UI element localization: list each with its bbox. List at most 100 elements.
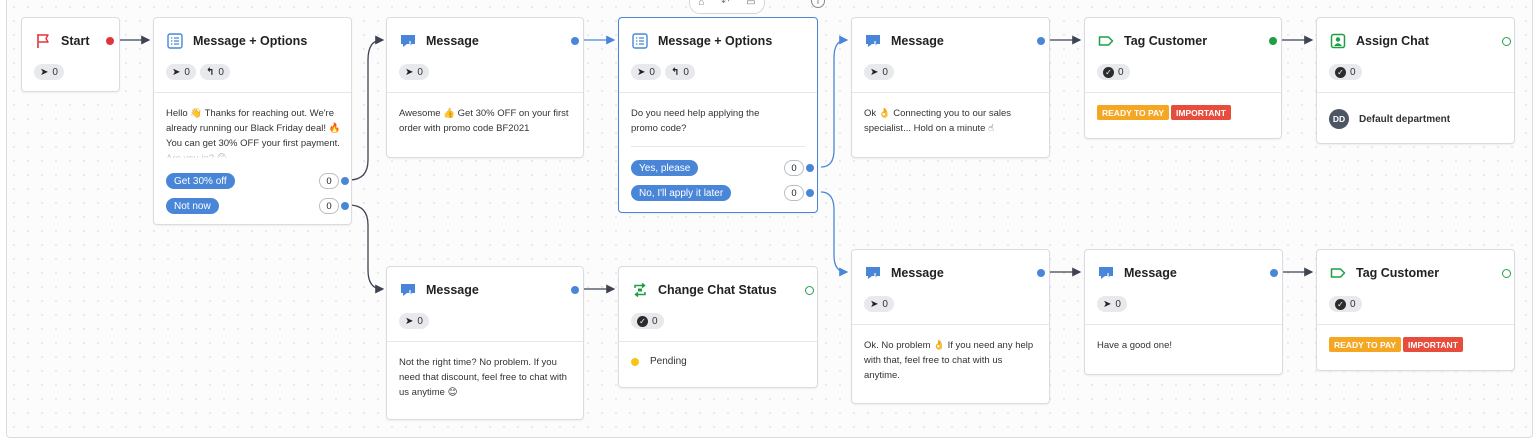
send-icon: ➤ (172, 66, 181, 78)
node-message-options-1[interactable]: Message + Options ➤0 ↰0 Hello 👋 Thanks f… (153, 17, 352, 225)
chat-icon (864, 264, 882, 282)
sent-count: ➤0 (1097, 296, 1127, 312)
flag-icon (34, 32, 52, 50)
node-message-3[interactable]: Message ➤0 Not the right time? No proble… (386, 266, 584, 420)
node-title: Message + Options (658, 34, 773, 48)
node-assign-chat[interactable]: Assign Chat ✓0 DD Default department (1316, 17, 1515, 144)
divider (852, 92, 1049, 93)
node-title: Message (891, 34, 944, 48)
tag-ready-to-pay: READY TO PAY (1097, 105, 1170, 120)
node-message-options-2[interactable]: Message + Options ➤0 ↰0 Do you need help… (618, 17, 818, 213)
option-port[interactable] (341, 177, 349, 185)
output-port[interactable] (571, 37, 579, 45)
option-count: 0 (784, 160, 804, 176)
output-port[interactable] (805, 286, 814, 295)
option-count: 0 (784, 185, 804, 201)
list-icon (166, 32, 184, 50)
node-title: Assign Chat (1356, 34, 1429, 48)
info-icon[interactable]: i (811, 0, 825, 8)
option-port[interactable] (806, 189, 814, 197)
divider (1085, 324, 1282, 325)
node-title: Message (1124, 266, 1177, 280)
divider (631, 146, 805, 147)
sent-count: ➤0 (399, 64, 429, 80)
node-title: Tag Customer (1356, 266, 1440, 280)
message-text: Ok 👌 Connecting you to our sales special… (864, 108, 1012, 134)
sent-count: ➤0 (864, 296, 894, 312)
reply-count: ↰0 (199, 64, 230, 80)
check-icon: ✓ (637, 315, 648, 327)
output-port[interactable] (1037, 37, 1045, 45)
tag-important: IMPORTANT (1171, 105, 1231, 120)
divider (1317, 324, 1514, 325)
sent-count: ➤0 (399, 313, 429, 329)
list-icon (631, 32, 649, 50)
option-port[interactable] (806, 164, 814, 172)
canvas-toolbar[interactable]: ⌂ ↶ ▭ (689, 0, 765, 14)
option-button[interactable]: Get 30% off (166, 173, 235, 189)
output-port[interactable] (1037, 269, 1045, 277)
send-icon: ➤ (870, 66, 879, 78)
divider (1317, 92, 1514, 93)
node-message-4[interactable]: Message ➤0 Ok. No problem 👌 If you need … (851, 249, 1050, 404)
fit-view-icon[interactable]: ⌂ (698, 0, 705, 8)
undo-icon[interactable]: ↶ (721, 0, 730, 8)
output-port[interactable] (571, 286, 579, 294)
node-title: Change Chat Status (658, 283, 777, 297)
option-button[interactable]: Not now (166, 198, 219, 214)
divider (387, 92, 583, 93)
check-icon: ✓ (1335, 66, 1346, 78)
status-change-icon (631, 281, 649, 299)
tag-icon (1097, 32, 1115, 50)
send-icon: ➤ (405, 66, 414, 78)
node-title: Start (61, 34, 90, 48)
node-message-2[interactable]: Message ➤0 Ok 👌 Connecting you to our sa… (851, 17, 1050, 158)
done-count: ✓0 (1097, 64, 1130, 80)
reply-icon: ↰ (205, 66, 215, 78)
chat-icon (399, 32, 417, 50)
sent-count: ➤0 (864, 64, 894, 80)
zoom-icon[interactable]: ▭ (746, 0, 756, 8)
node-tag-customer-1[interactable]: Tag Customer ✓0 READY TO PAY IMPORTANT (1084, 17, 1282, 139)
text-fade (154, 146, 351, 160)
department-name: Default department (1359, 114, 1451, 125)
option-port[interactable] (341, 202, 349, 210)
reply-count: ↰0 (664, 64, 695, 80)
reply-icon: ↰ (670, 66, 680, 78)
output-port[interactable] (1269, 37, 1277, 45)
done-count: ✓0 (1329, 64, 1362, 80)
node-title: Message (426, 34, 479, 48)
divider (387, 341, 583, 342)
message-text: Not the right time? No problem. If you n… (399, 357, 567, 398)
node-message-1[interactable]: Message ➤0 Awesome 👍 Get 30% OFF on your… (386, 17, 584, 158)
status-value: Pending (650, 356, 687, 367)
send-icon: ➤ (637, 66, 646, 78)
message-text: Have a good one! (1097, 340, 1173, 351)
node-tag-customer-2[interactable]: Tag Customer ✓0 READY TO PAY IMPORTANT (1316, 249, 1515, 371)
check-icon: ✓ (1103, 66, 1114, 78)
output-port[interactable] (1502, 37, 1511, 46)
divider (852, 324, 1049, 325)
output-port[interactable] (106, 37, 114, 45)
send-icon: ➤ (1103, 298, 1112, 310)
avatar: DD (1329, 109, 1349, 129)
output-port[interactable] (1270, 269, 1278, 277)
divider (619, 341, 817, 342)
check-icon: ✓ (1335, 298, 1346, 310)
chat-icon (1097, 264, 1115, 282)
node-change-chat-status[interactable]: Change Chat Status ✓0 Pending (618, 266, 818, 388)
option-button[interactable]: No, I'll apply it later (631, 185, 732, 201)
send-icon: ➤ (405, 315, 414, 327)
status-dot (631, 358, 639, 366)
sent-count: ➤0 (631, 64, 661, 80)
node-message-5[interactable]: Message ➤0 Have a good one! (1084, 249, 1283, 375)
sent-count: ➤0 (166, 64, 196, 80)
node-title: Message (891, 266, 944, 280)
message-text: Do you need help applying the promo code… (631, 108, 760, 134)
option-button[interactable]: Yes, please (631, 160, 699, 176)
output-port[interactable] (1502, 269, 1511, 278)
node-start[interactable]: Start ➤0 (21, 17, 120, 92)
node-title: Tag Customer (1124, 34, 1208, 48)
divider (154, 92, 351, 93)
message-text: Awesome 👍 Get 30% OFF on your first orde… (399, 108, 569, 134)
